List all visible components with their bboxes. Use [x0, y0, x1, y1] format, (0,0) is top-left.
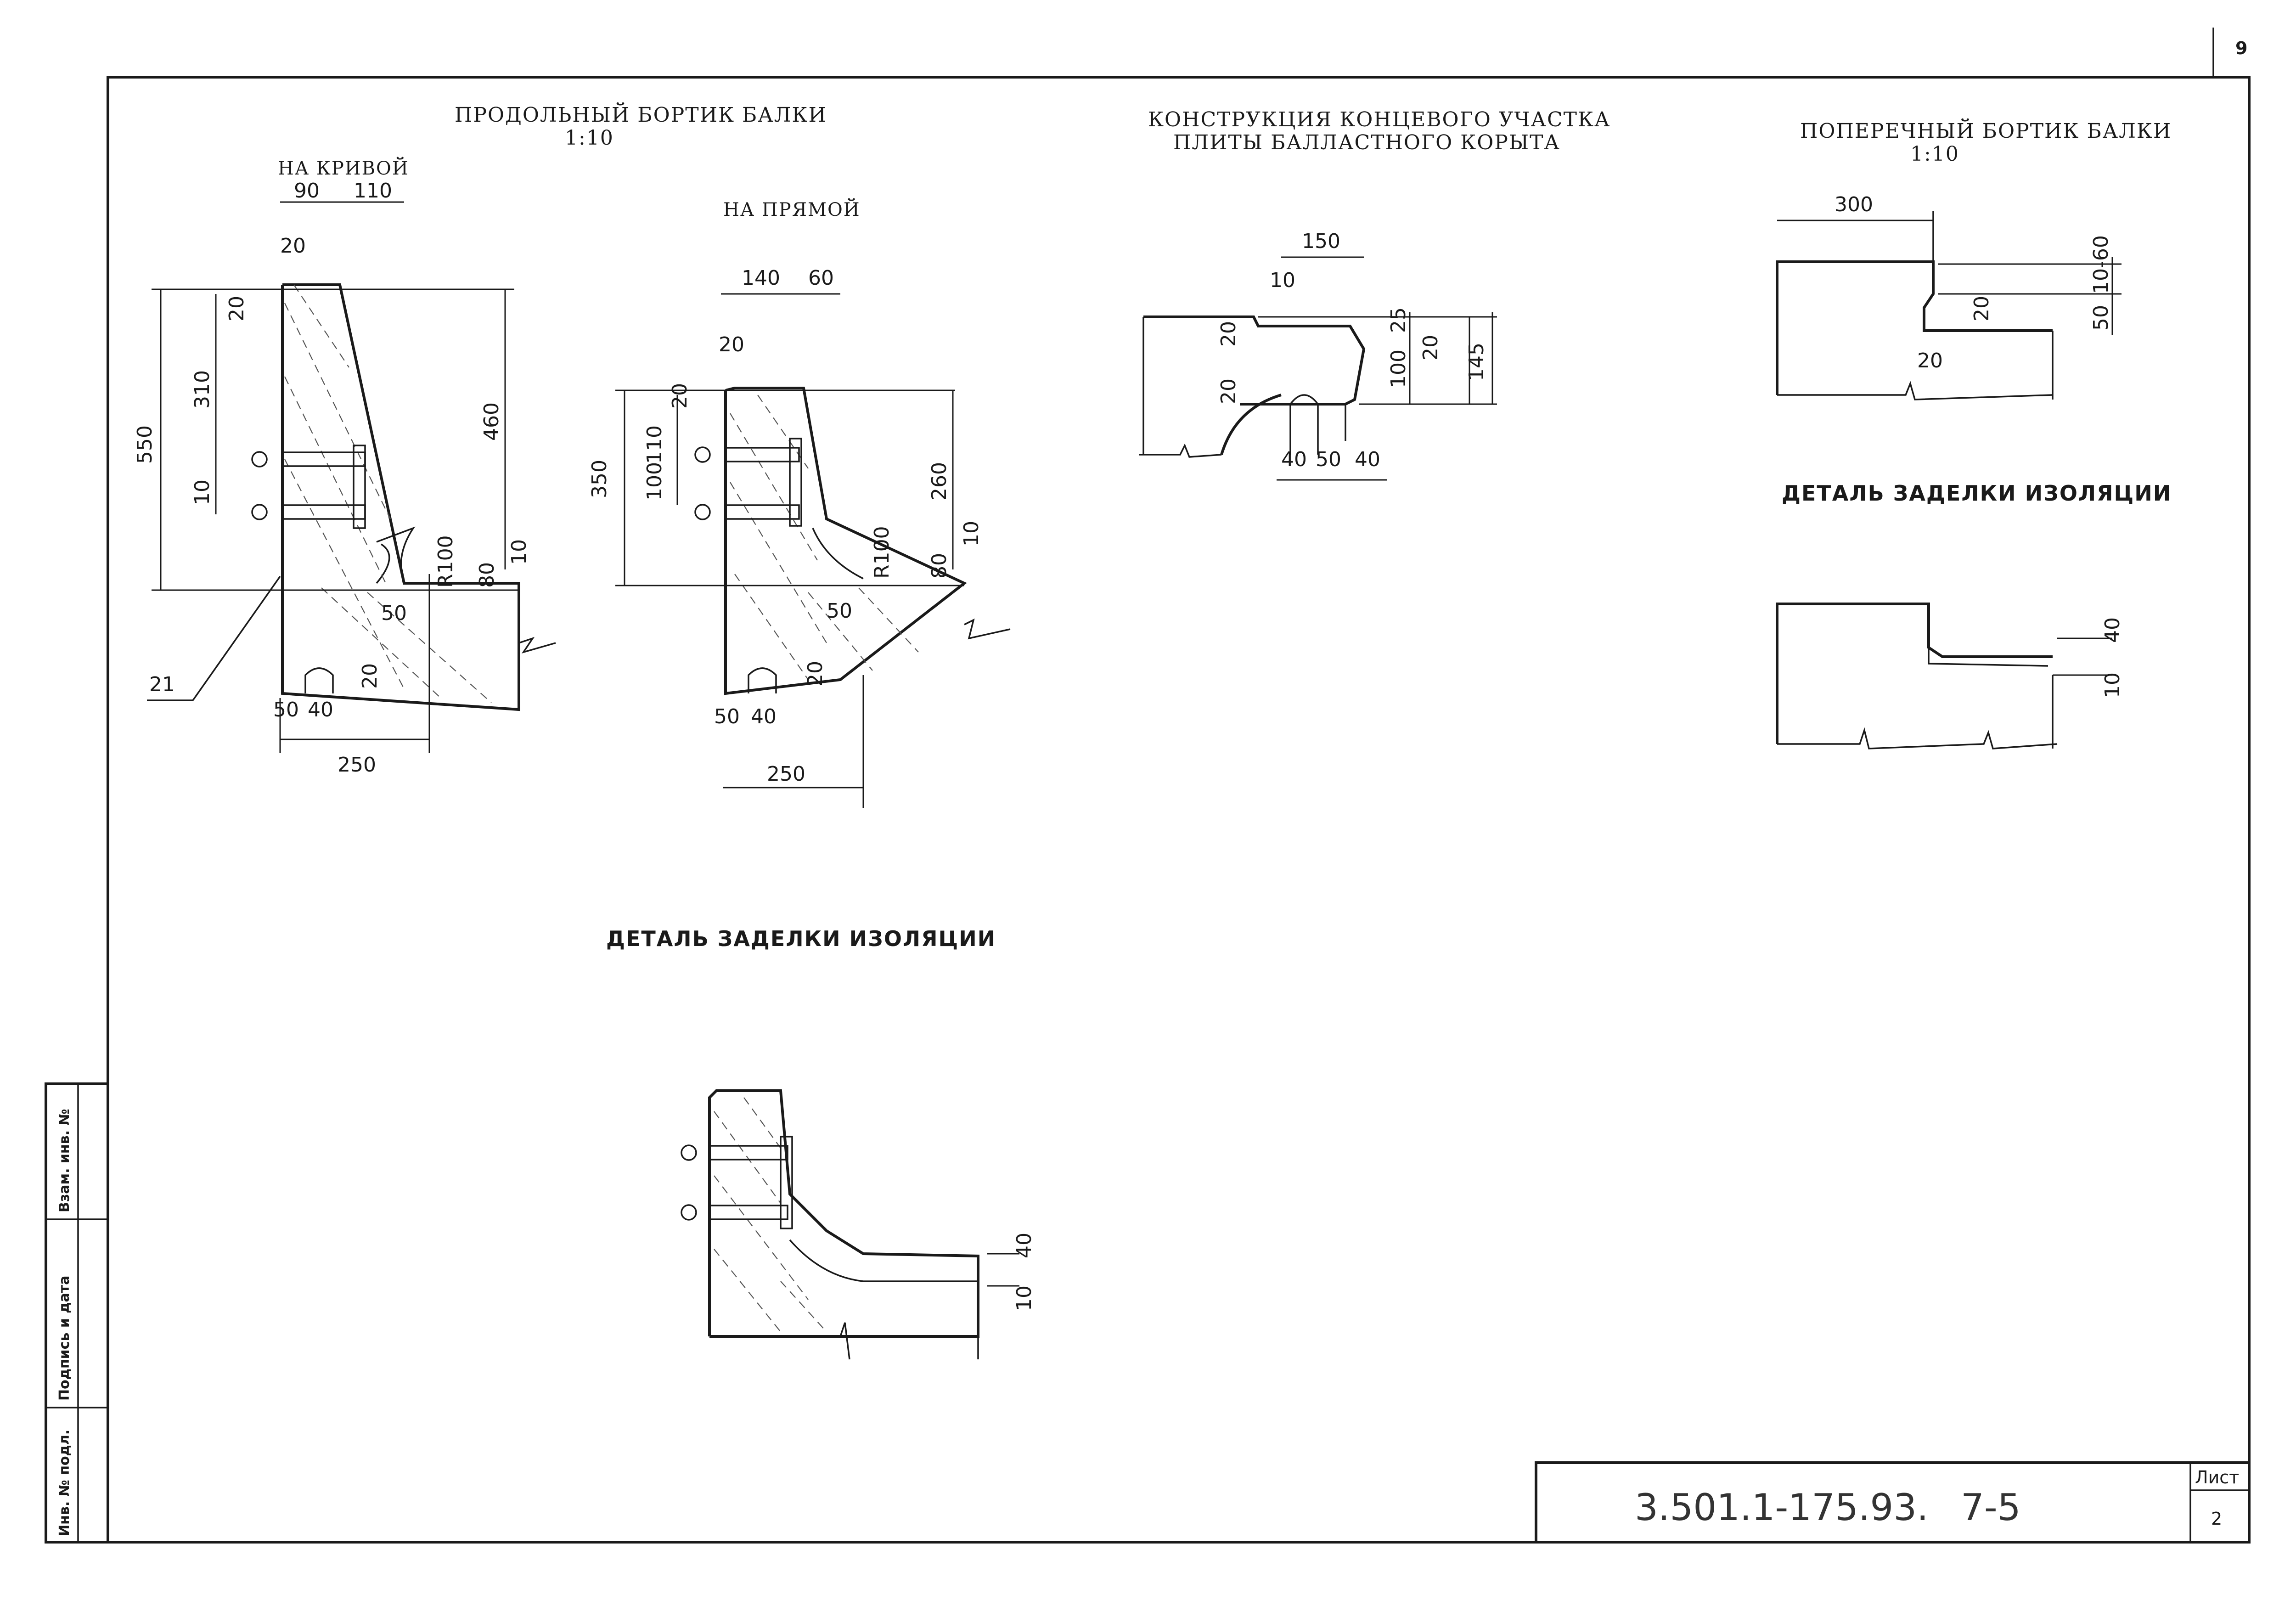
bottom-detail-drawing — [681, 1089, 1019, 1360]
end-dim-10: 10 — [1270, 269, 1295, 292]
curve-dim-10-right: 10 — [507, 539, 531, 565]
straight-dim-80: 80 — [928, 553, 951, 579]
curve-dim-110: 110 — [354, 179, 392, 203]
end-dim-20-left: 20 — [1217, 321, 1240, 347]
end-dim-100: 100 — [1387, 349, 1410, 388]
transverse-dim-20-mid: 20 — [1970, 296, 1993, 321]
straight-section-drawing — [615, 293, 1011, 808]
end-dim-50: 50 — [1316, 448, 1341, 471]
straight-dim-r100: R100 — [870, 526, 894, 579]
end-dim-20-lower: 20 — [1217, 378, 1240, 404]
curve-dim-50-bottom: 50 — [273, 698, 299, 721]
transverse-dim-50: 50 — [2089, 305, 2113, 331]
curve-dim-10-left: 10 — [191, 479, 214, 505]
end-dim-150: 150 — [1302, 230, 1340, 253]
title-block — [1535, 1461, 2251, 1544]
transverse-dim-300: 300 — [1835, 193, 1873, 216]
transverse-dim-20-bottom: 20 — [1917, 349, 1943, 372]
curve-dim-20-left: 20 — [225, 296, 248, 321]
stamp-inv-orig: Инв. № подл. — [56, 1430, 73, 1536]
transverse-detail-drawing — [1776, 603, 2112, 749]
curve-dim-250: 250 — [338, 753, 376, 777]
transverse-title: ПОПЕРЕЧНЫЙ БОРТИК БАЛКИ — [1800, 118, 2172, 143]
drawing-issue: 7-5 — [1961, 1486, 2021, 1529]
curve-dim-90: 90 — [294, 179, 320, 203]
curve-dim-460: 460 — [480, 402, 503, 441]
curve-dim-310: 310 — [191, 370, 214, 409]
curve-callout-21: 21 — [149, 673, 175, 696]
straight-dim-140: 140 — [742, 266, 780, 290]
longitudinal-title: ПРОДОЛЬНЫЙ БОРТИК БАЛКИ — [455, 102, 827, 127]
straight-dim-350: 350 — [588, 460, 611, 498]
straight-dim-60: 60 — [808, 266, 834, 290]
transverse-dim-10-60: 10-60 — [2089, 235, 2113, 294]
end-dim-145: 145 — [1465, 343, 1488, 381]
end-section-drawing — [1139, 256, 1497, 481]
straight-dim-110: 110 — [643, 425, 666, 464]
straight-dim-250: 250 — [767, 762, 805, 786]
sheet-label: Лист — [2195, 1467, 2239, 1487]
side-stamp: Инв. № подл. Подпись и дата Взам. инв. № — [45, 1082, 109, 1544]
straight-dim-40-bottom: 40 — [751, 705, 777, 728]
straight-dim-20-bottom: 20 — [804, 661, 827, 687]
curve-dim-r100: R100 — [434, 535, 457, 588]
curve-dim-40-bottom: 40 — [308, 698, 333, 721]
curve-section-drawing — [147, 201, 556, 753]
straight-dim-260: 260 — [928, 462, 951, 501]
straight-dim-20-top: 20 — [719, 333, 744, 356]
curve-dim-20-top: 20 — [280, 234, 306, 258]
curve-label: НА КРИВОЙ — [278, 157, 409, 179]
bottom-detail-title: ДЕТАЛЬ ЗАДЕЛКИ ИЗОЛЯЦИИ — [606, 926, 996, 951]
curve-dim-20-bottom: 20 — [358, 663, 382, 689]
straight-dim-10: 10 — [960, 521, 983, 546]
curve-dim-80: 80 — [475, 562, 499, 588]
straight-dim-50-bottom: 50 — [714, 705, 740, 728]
transverse-detail-dim-40: 40 — [2101, 617, 2124, 643]
straight-label: НА ПРЯМОЙ — [723, 198, 861, 220]
end-dim-25: 25 — [1387, 307, 1410, 333]
transverse-detail-dim-10: 10 — [2101, 672, 2124, 698]
drawing-code: 3.501.1-175.93. — [1635, 1486, 1929, 1529]
transverse-detail-title: ДЕТАЛЬ ЗАДЕЛКИ ИЗОЛЯЦИИ — [1782, 481, 2172, 506]
sheet-number: 2 — [2211, 1509, 2222, 1529]
end-dim-40-left: 40 — [1281, 448, 1307, 471]
curve-dim-50-mid: 50 — [381, 602, 407, 625]
end-section-title-line1: КОНСТРУКЦИЯ КОНЦЕВОГО УЧАСТКА — [1148, 108, 1610, 131]
stamp-replace-inv: Взам. инв. № — [56, 1109, 73, 1212]
sheet-frame — [107, 76, 2251, 1544]
bottom-detail-dim-10: 10 — [1013, 1285, 1036, 1311]
end-section-title-line2: ПЛИТЫ БАЛЛАСТНОГО КОРЫТА — [1173, 131, 1560, 154]
straight-dim-100: 100 — [643, 462, 666, 501]
end-dim-20-right: 20 — [1419, 335, 1442, 361]
straight-dim-20-left: 20 — [668, 383, 692, 409]
transverse-scale: 1:10 — [1910, 142, 1959, 166]
bottom-detail-dim-40: 40 — [1013, 1233, 1036, 1258]
stamp-sign-date: Подпись и дата — [56, 1276, 73, 1401]
end-dim-40-right: 40 — [1355, 448, 1380, 471]
longitudinal-scale: 1:10 — [565, 126, 614, 150]
straight-dim-50-mid: 50 — [827, 599, 852, 623]
page-number: 9 — [2235, 38, 2247, 58]
curve-dim-550: 550 — [133, 425, 157, 464]
transverse-drawing — [1776, 211, 2122, 400]
